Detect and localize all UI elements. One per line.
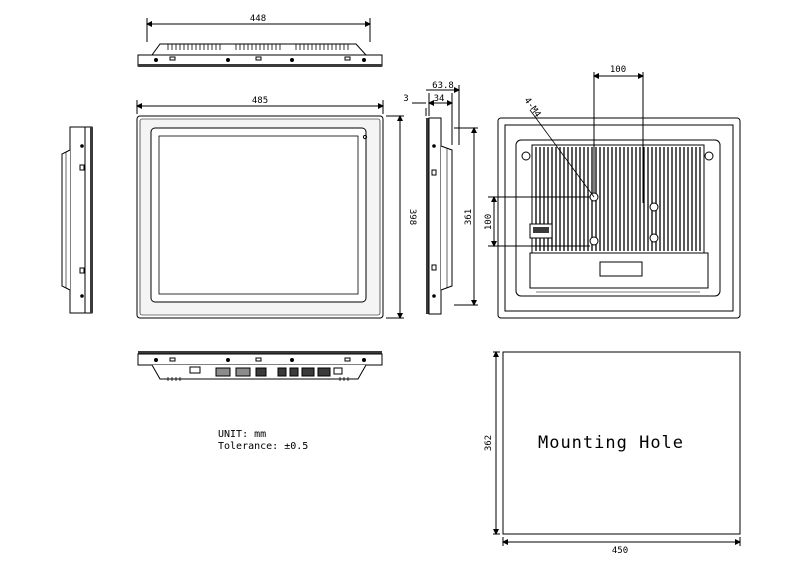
tolerance-note: Tolerance: ±0.5 bbox=[218, 441, 309, 452]
rear-view bbox=[488, 72, 741, 319]
dim-cutout-height: 362 bbox=[484, 435, 494, 451]
drawing-notes: UNIT: mm Tolerance: ±0.5 bbox=[218, 429, 308, 453]
dim-rear-vesa-vertical: 100 bbox=[484, 214, 494, 230]
right-side-view bbox=[412, 85, 478, 315]
top-view bbox=[137, 18, 383, 67]
unit-note: UNIT: mm bbox=[218, 429, 267, 440]
bottom-view bbox=[137, 351, 383, 381]
panel-cutout bbox=[493, 351, 741, 546]
dim-side-offset: 3 bbox=[403, 94, 408, 104]
left-side-view bbox=[61, 126, 93, 314]
dim-top-width: 448 bbox=[250, 14, 266, 24]
cutout-label: Mounting Hole bbox=[538, 433, 684, 453]
dim-rear-vesa-horizontal: 100 bbox=[610, 65, 626, 75]
dim-side-height: 361 bbox=[464, 209, 474, 225]
dim-cutout-width: 450 bbox=[612, 546, 628, 556]
dim-front-height: 398 bbox=[407, 209, 417, 225]
dim-rear-screw-label: 4-M4 bbox=[522, 96, 543, 120]
dim-side-depth: 34 bbox=[434, 94, 445, 104]
dim-side-total-depth: 63.8 bbox=[432, 81, 454, 91]
dim-front-width: 485 bbox=[252, 96, 268, 106]
front-view bbox=[136, 100, 404, 319]
